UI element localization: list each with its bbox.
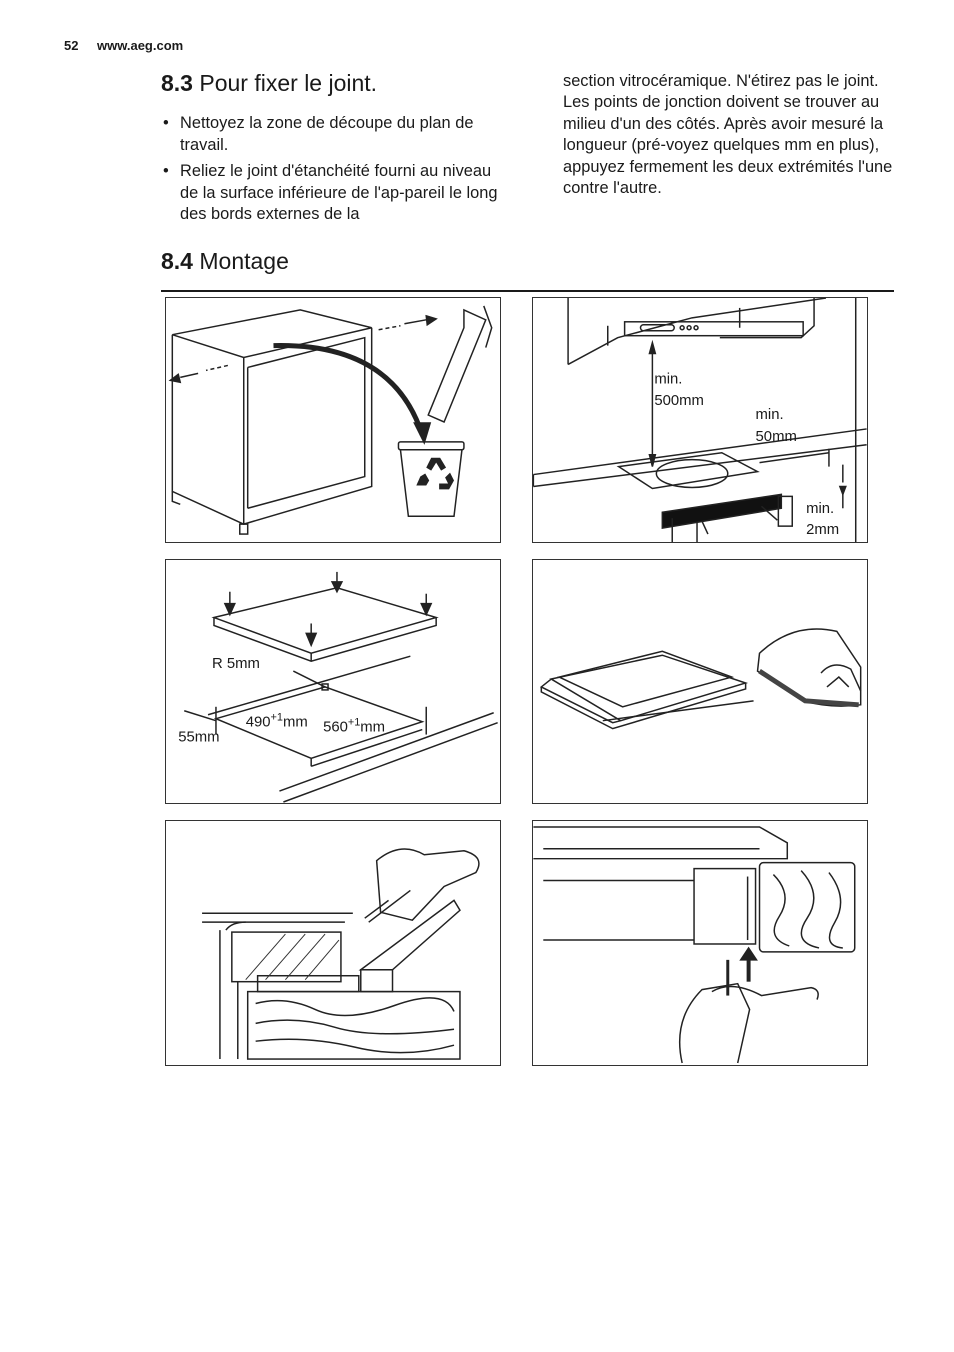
figure-clearance-dimensions: min. 500mm min. 50mm min. 2mm <box>532 297 868 543</box>
hand-with-knife <box>375 848 480 922</box>
width-unit: mm <box>360 720 385 736</box>
figure-seal-trimming <box>165 820 501 1066</box>
cabinet-illustration <box>168 305 493 535</box>
width-dimension: 560+1mm <box>323 717 385 736</box>
section-8-3-bullet-list: Nettoyez la zone de découpe du plan de t… <box>161 113 506 231</box>
list-item: Nettoyez la zone de découpe du plan de t… <box>161 113 506 156</box>
width-value: 560 <box>323 720 348 736</box>
width-tolerance: +1 <box>348 717 360 729</box>
figure-bracket-fixing <box>532 820 868 1066</box>
section-8-3-title: 8.3 Pour fixer le joint. <box>161 70 377 97</box>
dimension-2mm: 2mm <box>806 522 839 538</box>
cutout-outline <box>213 686 425 760</box>
section-8-4-title: 8.4 Montage <box>161 248 289 275</box>
section-8-3-number: 8.3 <box>161 70 193 96</box>
worktop-section <box>231 931 342 983</box>
recycle-icon <box>416 457 455 490</box>
website-link[interactable]: www.aeg.com <box>97 38 184 53</box>
section-8-3-heading-text: Pour fixer le joint. <box>199 70 378 96</box>
section-8-4-number: 8.4 <box>161 248 193 274</box>
recycle-bin <box>399 449 463 517</box>
min-label-hood: min. <box>654 371 682 387</box>
section-8-3-continuation: section vitrocéramique. N'étirez pas le … <box>563 72 893 198</box>
wood-block <box>246 990 461 1060</box>
depth-unit: mm <box>283 715 308 731</box>
dimension-50mm: 50mm <box>756 429 797 445</box>
cooktop-outline <box>616 451 760 490</box>
page-number: 52 <box>64 38 79 53</box>
min-label-gap: min. <box>806 501 834 517</box>
depth-value: 490 <box>246 715 271 731</box>
figure-cabinet-preparation <box>165 297 501 543</box>
dimension-500mm: 500mm <box>654 393 704 409</box>
figure-cutout-dimensions: R 5mm 490+1mm 560+1mm 55mm <box>165 559 501 804</box>
list-item: Reliez le joint d'étanchéité fourni au n… <box>161 161 506 226</box>
cooktop-top <box>211 587 439 655</box>
edge-dimension-55mm: 55mm <box>178 730 219 746</box>
depth-tolerance: +1 <box>271 712 283 724</box>
range-hood <box>623 321 804 337</box>
cabinet-top <box>172 309 372 359</box>
depth-dimension: 490+1mm <box>246 712 308 731</box>
radius-label: R 5mm <box>212 656 260 672</box>
cooktop-with-seal <box>549 654 749 722</box>
cooktop-edge <box>533 826 789 860</box>
figure-seal-application <box>532 559 868 804</box>
hand <box>679 982 751 1064</box>
wood-panel <box>758 861 856 953</box>
section-divider <box>161 290 894 292</box>
section-8-4-heading-text: Montage <box>199 248 289 274</box>
min-label-edge: min. <box>756 407 784 423</box>
